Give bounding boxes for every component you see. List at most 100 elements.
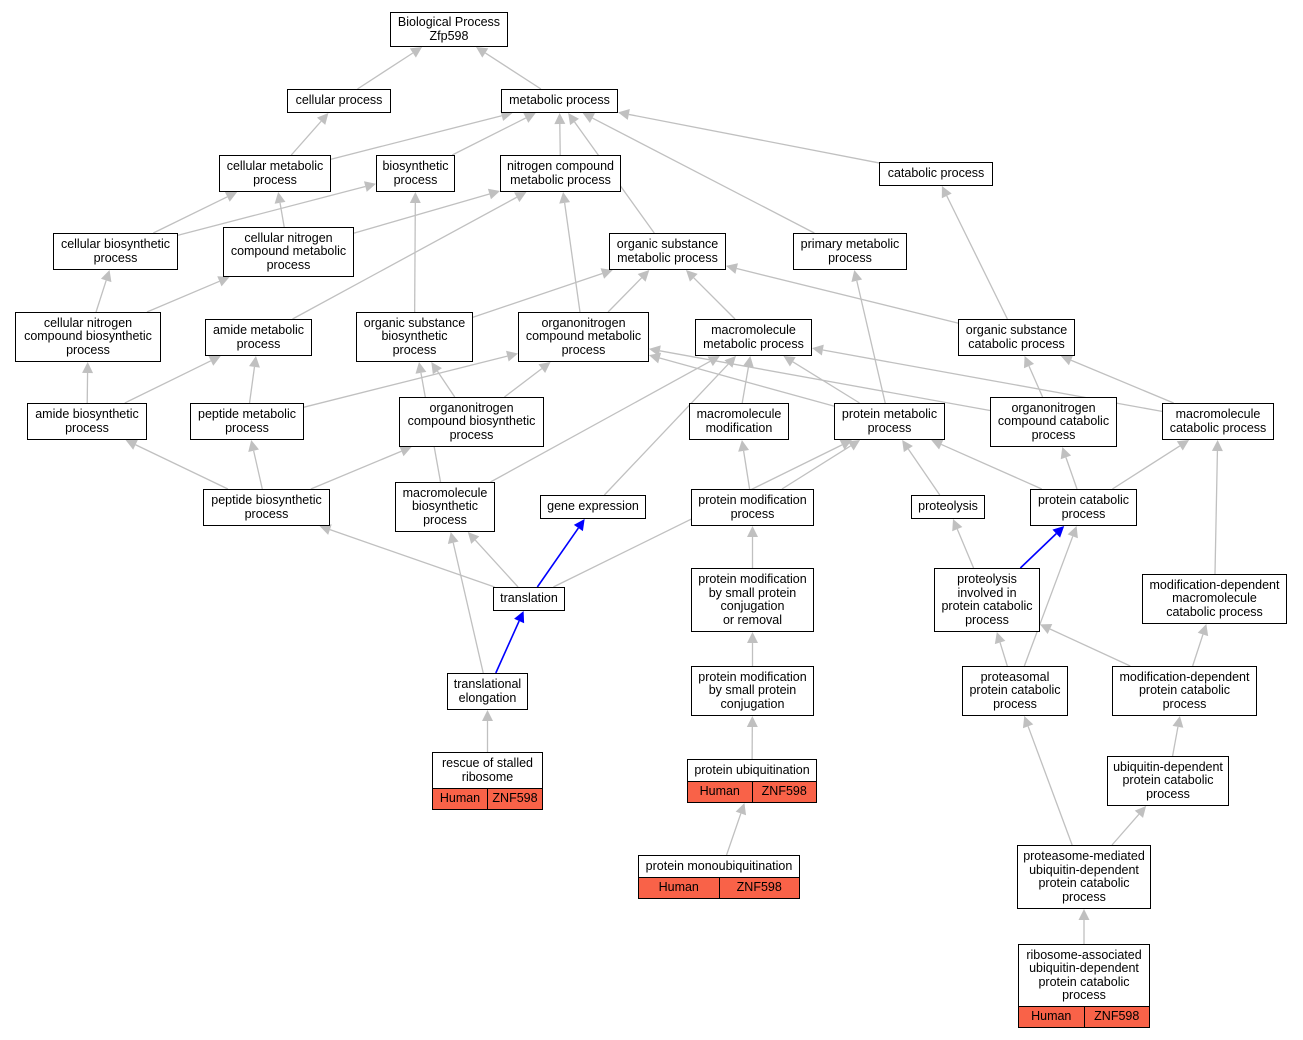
edge-translation-to-gene-expression: [536, 527, 580, 588]
go-term-label: primary metabolic process: [800, 237, 900, 265]
go-term-bp-root[interactable]: Biological Process Zfp598: [390, 12, 508, 47]
edge-biosynthetic-process-to-metabolic-process: [451, 117, 527, 156]
go-term-protein-catabolic-process[interactable]: protein catabolic process: [1030, 489, 1137, 526]
go-term-label: amide biosynthetic process: [35, 407, 139, 435]
arrowhead: [487, 188, 500, 200]
go-term-organic-substance-catabolic-process[interactable]: organic substance catabolic process: [958, 319, 1075, 356]
go-term-protein-modification-by-small-protein-conjugation-or-removal[interactable]: protein modification by small protein co…: [691, 568, 814, 632]
arrowhead: [994, 632, 1006, 645]
go-term-label: organonitrogen compound metabolic proces…: [525, 315, 642, 357]
arrowhead: [707, 356, 720, 367]
go-term-protein-modification-process[interactable]: protein modification process: [691, 489, 814, 526]
edge-modification-dependent-protein-catabolic-process-to-modification-dependent-macromolecule-catabolic-process: [1192, 634, 1204, 667]
arrowhead: [100, 270, 112, 283]
arrowhead: [363, 181, 376, 192]
go-term-ribosome-associated-ubiquitin-dependent-protein-catabolic-process[interactable]: ribosome-associated ubiquitin-dependent …: [1018, 944, 1150, 1028]
go-term-label: protein modification by small protein co…: [698, 572, 807, 627]
arrowhead: [447, 532, 459, 544]
go-term-macromolecule-metabolic-process[interactable]: macromolecule metabolic process: [695, 319, 812, 356]
go-term-proteolysis[interactable]: proteolysis: [911, 495, 985, 519]
arrowhead: [582, 113, 595, 123]
go-term-macromolecule-catabolic-process[interactable]: macromolecule catabolic process: [1162, 403, 1274, 440]
arrowhead: [600, 268, 613, 279]
edge-peptide-biosynthetic-process-to-organonitrogen-compound-biosynthetic-process: [310, 450, 402, 490]
gene-cell: ZNF598: [751, 782, 817, 802]
go-term-label: protein monoubiquitination: [645, 858, 793, 873]
species-cell: Human: [699, 784, 740, 799]
arrowhead: [1060, 447, 1072, 460]
go-term-label: amide metabolic process: [212, 323, 304, 351]
go-term-label: macromolecule metabolic process: [703, 323, 804, 351]
go-term-label: peptide metabolic process: [198, 407, 296, 435]
arrowhead: [409, 47, 423, 58]
go-term-modification-dependent-protein-catabolic-process[interactable]: modification-dependent protein catabolic…: [1112, 666, 1257, 716]
go-term-gene-expression[interactable]: gene expression: [540, 495, 646, 519]
go-term-organic-substance-biosynthetic-process[interactable]: organic substance biosynthetic process: [356, 312, 473, 362]
edge-gene-expression-to-macromolecule-metabolic-process: [603, 363, 729, 496]
go-term-label: cellular biosynthetic process: [60, 237, 171, 265]
go-term-peptide-metabolic-process[interactable]: peptide metabolic process: [190, 403, 304, 440]
arrowhead: [1176, 440, 1190, 451]
go-term-biosynthetic-process[interactable]: biosynthetic process: [376, 155, 455, 192]
go-term-proteasomal-protein-catabolic-process[interactable]: proteasomal protein catabolic process: [962, 666, 1068, 716]
edge-cellular-nitrogen-compound-metabolic-process-to-cellular-metabolic-process: [279, 202, 285, 228]
edge-organonitrogen-compound-biosynthetic-process-to-organic-substance-biosynthetic-process: [436, 370, 456, 398]
go-term-modification-dependent-macromolecule-catabolic-process[interactable]: modification-dependent macromolecule cat…: [1142, 574, 1287, 624]
go-term-catabolic-process[interactable]: catabolic process: [879, 162, 993, 186]
go-term-ubiquitin-dependent-protein-catabolic-process[interactable]: ubiquitin-dependent protein catabolic pr…: [1107, 756, 1229, 806]
go-term-proteasome-mediated-ubiquitin-dependent-protein-catabolic-process[interactable]: proteasome-mediated ubiquitin-dependent …: [1017, 845, 1151, 909]
go-term-organic-substance-metabolic-process[interactable]: organic substance metabolic process: [609, 233, 726, 270]
go-term-translational-elongation[interactable]: translational elongation: [447, 673, 528, 710]
go-term-organonitrogen-compound-catabolic-process[interactable]: organonitrogen compound catabolic proces…: [990, 397, 1117, 447]
go-term-label: cellular process: [295, 93, 383, 108]
go-term-amide-metabolic-process[interactable]: amide metabolic process: [205, 319, 312, 356]
go-term-label: organonitrogen compound catabolic proces…: [997, 400, 1110, 442]
go-term-cellular-metabolic-process[interactable]: cellular metabolic process: [219, 155, 331, 192]
go-term-macromolecule-modification[interactable]: macromolecule modification: [689, 403, 789, 440]
go-term-peptide-biosynthetic-process[interactable]: peptide biosynthetic process: [203, 489, 330, 526]
arrowhead: [1023, 356, 1035, 369]
arrowhead: [1197, 624, 1209, 637]
go-term-cellular-nitrogen-compound-metabolic-process[interactable]: cellular nitrogen compound metabolic pro…: [223, 227, 354, 277]
go-term-proteolysis-involved-in-protein-catabolic-process[interactable]: proteolysis involved in protein cataboli…: [934, 568, 1040, 632]
edge-modification-dependent-protein-catabolic-process-to-proteolysis-involved-in-protein-catabolic-process: [1049, 628, 1131, 667]
go-term-label: proteolysis: [918, 499, 978, 514]
edge-macromolecule-catabolic-process-to-organic-substance-catabolic-process: [1070, 359, 1174, 404]
edge-cellular-biosynthetic-process-to-biosynthetic-process: [177, 185, 366, 236]
go-term-nitrogen-compound-metabolic-process[interactable]: nitrogen compound metabolic process: [500, 155, 621, 192]
edge-translation-to-macromolecule-biosynthetic-process: [474, 539, 519, 588]
edge-proteolysis-involved-in-protein-catabolic-process-to-protein-catabolic-process: [1019, 533, 1057, 569]
go-term-label: protein catabolic process: [1037, 493, 1130, 521]
species-cell: Human: [439, 791, 481, 806]
arrowhead: [82, 362, 94, 374]
go-term-label: metabolic process: [509, 93, 610, 108]
go-term-label: modification-dependent macromolecule cat…: [1149, 577, 1280, 619]
go-term-cellular-process[interactable]: cellular process: [287, 89, 391, 113]
go-term-label: translation: [500, 591, 558, 606]
go-term-label: organic substance catabolic process: [965, 323, 1068, 351]
go-term-organonitrogen-compound-biosynthetic-process[interactable]: organonitrogen compound biosynthetic pro…: [399, 397, 544, 447]
arrowhead: [274, 192, 286, 204]
go-term-protein-metabolic-process[interactable]: protein metabolic process: [834, 403, 945, 440]
edge-proteasomal-protein-catabolic-process-to-proteolysis-involved-in-protein-catabolic-process: [999, 642, 1008, 667]
go-term-metabolic-process[interactable]: metabolic process: [501, 89, 618, 113]
go-term-primary-metabolic-process[interactable]: primary metabolic process: [793, 233, 907, 270]
arrowhead: [851, 270, 863, 282]
go-term-protein-modification-by-small-protein-conjugation[interactable]: protein modification by small protein co…: [691, 666, 814, 716]
go-term-macromolecule-biosynthetic-process[interactable]: macromolecule biosynthetic process: [395, 482, 495, 532]
arrowhead: [747, 632, 758, 643]
edge-proteolysis-involved-in-protein-catabolic-process-to-proteolysis: [956, 528, 975, 569]
go-term-translation[interactable]: translation: [493, 587, 565, 611]
arrowhead: [1211, 440, 1223, 452]
edge-organonitrogen-compound-metabolic-process-to-organic-substance-metabolic-process: [607, 277, 643, 313]
go-term-amide-biosynthetic-process[interactable]: amide biosynthetic process: [27, 403, 147, 440]
go-term-organonitrogen-compound-metabolic-process[interactable]: organonitrogen compound metabolic proces…: [518, 312, 649, 362]
arrowhead: [319, 524, 332, 535]
go-term-cellular-nitrogen-compound-biosynthetic-process[interactable]: cellular nitrogen compound biosynthetic …: [15, 312, 161, 362]
go-term-cellular-biosynthetic-process[interactable]: cellular biosynthetic process: [53, 233, 178, 270]
